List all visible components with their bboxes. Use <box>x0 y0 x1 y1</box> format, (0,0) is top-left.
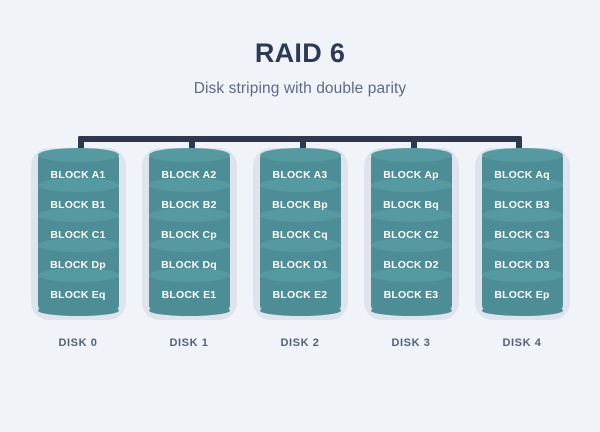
block-stack: BLOCK A1 BLOCK B1 BLOCK C1 BLOCK Dp BLOCK Eq <box>37 148 119 316</box>
disk-column: BLOCK A3 BLOCK Bp BLOCK Cq BLOCK D1 BLOCK E2… <box>252 148 348 349</box>
disk-block[interactable]: BLOCK E3 <box>370 268 452 316</box>
page-title: RAID 6 <box>254 38 346 68</box>
diagram-header: RAID 6 Disk striping with double parity <box>0 0 600 98</box>
disk-column: BLOCK A1 BLOCK B1 BLOCK C1 BLOCK Dp BLOCK Eq… <box>30 148 126 349</box>
disk-block-label: BLOCK D3 <box>494 259 550 271</box>
disk-enclosure: BLOCK A1 BLOCK B1 BLOCK C1 BLOCK Dp BLOCK Eq <box>30 148 126 320</box>
block-stack: BLOCK Ap BLOCK Bq BLOCK C2 BLOCK D2 BLOCK E3 <box>370 148 452 316</box>
disk-block-label: BLOCK Bq <box>383 199 439 211</box>
disk-block-label: BLOCK Aq <box>494 169 550 181</box>
disk-block-label: BLOCK Cq <box>272 229 328 241</box>
disk-block-label: BLOCK B1 <box>50 199 106 211</box>
disk-column: BLOCK Aq BLOCK B3 BLOCK C3 BLOCK D3 BLOCK Ep… <box>474 148 570 349</box>
disk-enclosure: BLOCK Ap BLOCK Bq BLOCK C2 BLOCK D2 BLOCK E3 <box>363 148 459 320</box>
disk-block-label: BLOCK Ep <box>494 289 550 301</box>
disk-column: BLOCK Ap BLOCK Bq BLOCK C2 BLOCK D2 BLOCK E3… <box>363 148 459 349</box>
disk-label: DISK 4 <box>502 337 542 349</box>
block-stack: BLOCK A3 BLOCK Bp BLOCK Cq BLOCK D1 BLOCK E2 <box>259 148 341 316</box>
disk-block[interactable]: BLOCK Eq <box>37 268 119 316</box>
page-subtitle: Disk striping with double parity <box>193 80 407 97</box>
disk-block-label: BLOCK Dp <box>50 259 106 271</box>
disk-block[interactable]: BLOCK E1 <box>148 268 230 316</box>
disk-block-label: BLOCK B3 <box>494 199 550 211</box>
disk-block-label: BLOCK Cp <box>161 229 217 241</box>
disk-column: BLOCK A2 BLOCK B2 BLOCK Cp BLOCK Dq BLOCK E1… <box>141 148 237 349</box>
disk-block-label: BLOCK D1 <box>272 259 328 271</box>
disk-block-label: BLOCK Dq <box>161 259 217 271</box>
disk-block-label: BLOCK A2 <box>161 169 217 181</box>
disk-label: DISK 0 <box>58 337 98 349</box>
disk-block-label: BLOCK C2 <box>383 229 439 241</box>
disk-block-label: BLOCK Bp <box>272 199 328 211</box>
disk-array: BLOCK A1 BLOCK B1 BLOCK C1 BLOCK Dp BLOCK Eq… <box>0 148 600 349</box>
disk-block[interactable]: BLOCK Ep <box>481 268 563 316</box>
disk-enclosure: BLOCK A3 BLOCK Bp BLOCK Cq BLOCK D1 BLOCK E2 <box>252 148 348 320</box>
disk-block-label: BLOCK Ap <box>383 169 439 181</box>
disk-block-label: BLOCK B2 <box>161 199 217 211</box>
disk-block-label: BLOCK C3 <box>494 229 550 241</box>
disk-enclosure: BLOCK Aq BLOCK B3 BLOCK C3 BLOCK D3 BLOCK Ep <box>474 148 570 320</box>
disk-label: DISK 3 <box>391 337 431 349</box>
disk-block-label: BLOCK E1 <box>161 289 217 301</box>
disk-block-label: BLOCK E3 <box>383 289 439 301</box>
disk-enclosure: BLOCK A2 BLOCK B2 BLOCK Cp BLOCK Dq BLOCK E1 <box>141 148 237 320</box>
block-stack: BLOCK A2 BLOCK B2 BLOCK Cp BLOCK Dq BLOCK E1 <box>148 148 230 316</box>
disk-block-label: BLOCK A3 <box>272 169 328 181</box>
disk-block-label: BLOCK D2 <box>383 259 439 271</box>
disk-block-label: BLOCK E2 <box>272 289 328 301</box>
block-stack: BLOCK Aq BLOCK B3 BLOCK C3 BLOCK D3 BLOCK Ep <box>481 148 563 316</box>
disk-label: DISK 1 <box>169 337 209 349</box>
disk-block-label: BLOCK A1 <box>50 169 106 181</box>
disk-label: DISK 2 <box>280 337 320 349</box>
disk-block-label: BLOCK C1 <box>50 229 106 241</box>
disk-block[interactable]: BLOCK E2 <box>259 268 341 316</box>
disk-block-label: BLOCK Eq <box>50 289 106 301</box>
